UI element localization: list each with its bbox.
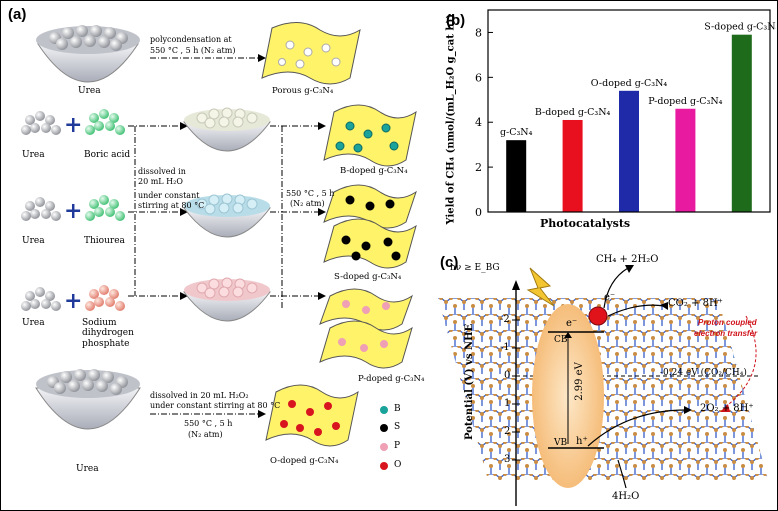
step-o-4: (N₂ atm)	[188, 430, 223, 439]
label-urea-p: Urea	[22, 318, 45, 328]
bowl-p	[183, 277, 271, 322]
label-s-doped: S-doped g-C₃N₄	[334, 272, 402, 282]
legend-o: O	[394, 460, 402, 470]
electron-icon	[588, 306, 608, 326]
panel-a-label: (a)	[8, 6, 27, 23]
y-tick-label: 4	[475, 116, 482, 129]
electron-label: e⁻	[604, 292, 616, 303]
legend-b: B	[394, 404, 401, 414]
legend-markers	[380, 406, 388, 470]
step-o-2: under constant stirring at 80 °C	[150, 401, 281, 410]
tick-0: 0	[504, 370, 511, 381]
phosphate-pile	[85, 285, 125, 311]
svg-text:+: +	[64, 112, 82, 138]
step-diss-1: dissolved in	[138, 167, 186, 176]
p-doped-sheet	[319, 288, 413, 369]
label-b-doped: B-doped g-C₃N₄	[340, 166, 408, 176]
gap-label: 2.99 eV	[573, 362, 585, 401]
oxidation-label: 2O₂ + 8H⁺	[700, 403, 754, 414]
urea-bowl-bottom	[35, 369, 141, 430]
step-poly-2: 550 °C , 5 h (N₂ atm)	[150, 46, 236, 55]
tick-1: 1	[504, 398, 511, 409]
water-label: 4H₂O	[612, 491, 640, 502]
bar	[619, 90, 639, 212]
label-boric-acid: Boric acid	[84, 150, 131, 160]
y-tick-label: 2	[475, 161, 482, 174]
step-o-1: dissolved in 20 mL H₂O₂	[150, 391, 249, 400]
step-diss-3: under constant	[138, 191, 200, 200]
legend-s: S	[394, 422, 401, 432]
proton-label-1: Proton coupled	[698, 318, 757, 327]
panel-c-label: (c)	[440, 254, 459, 271]
urea-pile-p	[21, 287, 61, 311]
proton-label-2: electron transfer	[694, 329, 758, 338]
svg-text:+: +	[64, 198, 82, 224]
thiourea-pile	[85, 195, 125, 221]
s-doped-sheet	[323, 184, 417, 269]
electron-cb-label: e⁻	[566, 318, 578, 329]
vb-label: VB	[554, 438, 568, 448]
urea-pile-b	[21, 111, 61, 135]
y-tick-label: 8	[475, 26, 482, 39]
label-urea-top: Urea	[78, 86, 101, 96]
label-urea-s: Urea	[22, 236, 45, 246]
label-porous: Porous g-C₃N₄	[272, 86, 334, 96]
hole-label: h⁺	[576, 436, 588, 447]
panel-b-label: (b)	[446, 12, 466, 29]
tick-m2: -2	[500, 314, 510, 325]
potential-axis-label: Potential (V) vs NHE	[464, 323, 475, 440]
bar	[506, 140, 527, 212]
o-doped-sheet	[265, 384, 359, 447]
step-heat-1: 550 °C , 5 h	[286, 189, 335, 198]
label-o-doped: O-doped g-C₃N₄	[270, 456, 339, 466]
bar	[562, 119, 583, 212]
cb-label: CB	[554, 335, 568, 345]
label-sodium-phosphate: Sodium dihydrogen phosphate	[82, 318, 134, 349]
urea-pile-s	[21, 197, 61, 221]
label-urea-bottom: Urea	[76, 464, 99, 474]
bar-category-label: O-doped g-C₃N₄	[591, 78, 668, 89]
tick-2: 2	[504, 426, 511, 437]
urea-bowl-top	[36, 25, 140, 83]
product-label: CH₄ + 2H₂O	[596, 254, 659, 265]
chart-plot-frame	[487, 9, 771, 213]
label-thiourea: Thiourea	[84, 236, 125, 246]
bar-category-label: P-doped g-C₃N₄	[648, 96, 722, 107]
svg-text:+: +	[64, 288, 82, 314]
light-bolt-icon	[526, 267, 555, 307]
step-poly-1: polycondensation at	[150, 35, 232, 44]
light-label: hν ≥ E_BG	[450, 263, 500, 273]
label-urea-b: Urea	[22, 150, 45, 160]
panel-a-drawing: + + +	[21, 22, 417, 470]
bar	[675, 108, 696, 212]
bar-category-label: B-doped g-C₃N₄	[535, 107, 611, 118]
bar-category-label: S-doped g-C₃N₄	[704, 22, 776, 33]
b-doped-sheet	[323, 104, 417, 167]
chart-xlabel: Photocatalysts	[540, 217, 631, 230]
label-p-doped: P-doped g-C₃N₄	[358, 374, 425, 384]
step-diss-4: stirring at 80 °C	[138, 201, 205, 210]
redox-label: -0.24 eV (CO₂/CH₄)	[660, 368, 747, 378]
step-o-3: 550 °C , 5 h	[184, 419, 233, 428]
chart-ylabel: Yield of CH₄ (nmol/(mL_H₂O g_cat h))	[445, 13, 457, 225]
porous-sheet	[261, 22, 361, 85]
bar	[731, 34, 752, 212]
step-diss-2: 20 mL H₂O	[138, 177, 183, 186]
y-tick-label: 6	[475, 71, 482, 84]
panel-c-drawing	[438, 265, 768, 506]
bowl-b	[183, 107, 271, 152]
boric-acid-pile	[85, 109, 125, 135]
bowl-s	[183, 193, 271, 238]
tick-m1: -1	[500, 342, 510, 353]
legend-p: P	[394, 441, 401, 451]
reactant-label: CO₂ + 8H⁺	[668, 298, 723, 309]
y-tick-label: 0	[475, 206, 482, 219]
tick-3: 3	[504, 454, 511, 465]
bar-category-label: g-C₃N₄	[500, 127, 533, 138]
step-heat-2: (N₂ atm)	[290, 199, 325, 208]
